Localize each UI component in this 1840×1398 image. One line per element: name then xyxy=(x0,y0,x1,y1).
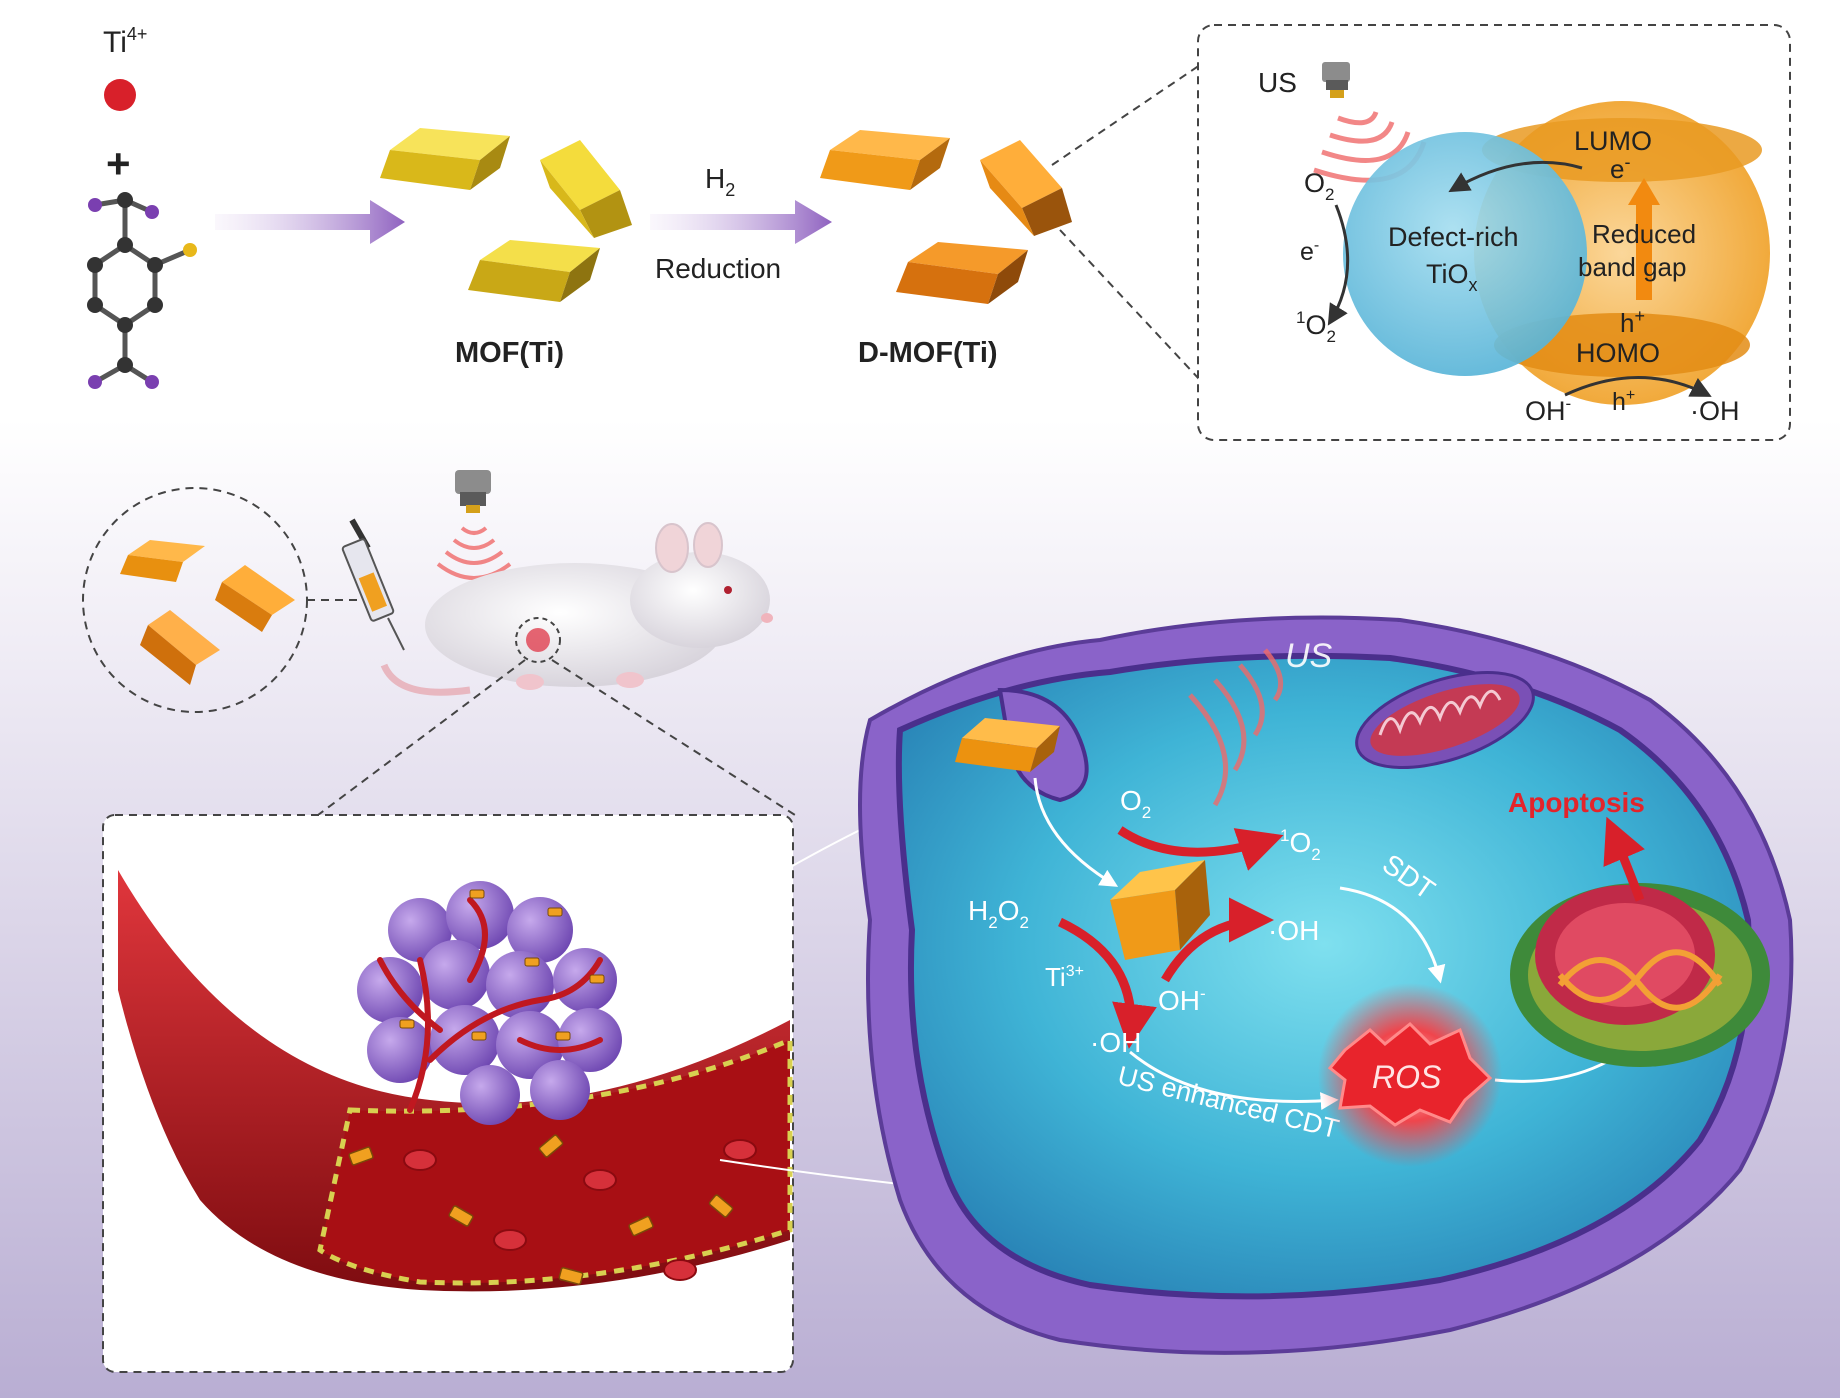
defect-label-2: TiOx xyxy=(1426,259,1478,295)
syringe-icon xyxy=(341,518,405,651)
linker-atoms xyxy=(87,192,197,389)
hydroxyl-radical-top: ·OH xyxy=(1268,915,1319,946)
mechanism-inset: US LUMO e- Reduced band gap h+ HOMO Defe… xyxy=(1197,24,1791,441)
zoom-line-bottom xyxy=(1059,229,1201,381)
band-gap-arrow xyxy=(1636,200,1652,300)
sdt-arrow xyxy=(1339,886,1446,984)
lumo-electron: e- xyxy=(1610,152,1630,184)
tumor-zoom-line-right xyxy=(551,659,796,816)
o2-activation-arrow xyxy=(1117,826,1284,871)
ros-label: ROS xyxy=(1372,1059,1441,1095)
mitochondrion xyxy=(1355,671,1535,769)
h2o2-fenton-arrow xyxy=(1058,917,1157,1049)
electron-transfer-arrow xyxy=(1448,160,1583,193)
nucleus xyxy=(1510,883,1770,1067)
entry-arrow xyxy=(1033,777,1119,887)
zoom-line-top xyxy=(1051,64,1201,166)
ultrasound-probe-mouse-icon xyxy=(455,470,491,513)
o2-label-cell: O2 xyxy=(1120,785,1151,822)
vessel-nanoparticles xyxy=(348,1134,734,1285)
tumor-zoom-line-left xyxy=(317,659,526,816)
singlet-oxygen-cell: 1O2 xyxy=(1280,826,1321,864)
mof-crystals xyxy=(380,128,632,302)
entering-nanoparticle xyxy=(955,718,1060,772)
tumor-spot xyxy=(526,628,550,652)
lumo-label: LUMO xyxy=(1574,126,1652,156)
electron-label-inset: e- xyxy=(1300,237,1319,266)
tumor-vasculature xyxy=(377,897,603,1113)
red-blood-cells xyxy=(403,1139,757,1281)
cell-panel: US O2 1O2 SDT H2O2 xyxy=(858,615,1794,1355)
lumo-band xyxy=(1482,118,1762,182)
hole-oxidation-arrow xyxy=(1564,376,1712,397)
ti-ion-icon xyxy=(104,79,136,111)
ti3-label: Ti3+ xyxy=(1045,962,1084,992)
reduced-band-gap-label-1: Reduced xyxy=(1592,219,1696,249)
o2-label-inset: O2 xyxy=(1304,168,1334,204)
ultrasound-waves-cell xyxy=(1188,648,1284,807)
tumor-nanoparticles xyxy=(399,889,605,1041)
defect-label-1: Defect-rich xyxy=(1388,222,1519,252)
o2-reduction-arrow xyxy=(1327,204,1350,326)
ros-burst xyxy=(1318,983,1502,1167)
reduction-arrow xyxy=(650,200,832,244)
reduction-label: Reduction xyxy=(655,253,781,284)
ti-ion-label: Ti4+ xyxy=(103,24,147,59)
hydroxide-label: OH- xyxy=(1525,394,1571,426)
mouse-illustration xyxy=(380,522,773,696)
homo-label: HOMO xyxy=(1576,338,1660,368)
synthesis-arrow xyxy=(215,200,405,244)
reacting-nanoparticle xyxy=(1110,860,1210,960)
us-label-inset: US xyxy=(1258,67,1297,98)
dmof-crystals xyxy=(820,130,1072,304)
us-label-cell: US xyxy=(1285,637,1333,675)
cytoplasm xyxy=(895,652,1752,1300)
oh-generation-arrow xyxy=(1161,897,1274,983)
hydroxide-label-cell: OH- xyxy=(1158,984,1206,1016)
defect-tio-sphere xyxy=(1343,132,1587,376)
us-cdt-arrow xyxy=(1129,1050,1339,1111)
singlet-oxygen-inset: 1O2 xyxy=(1296,308,1336,346)
plus-sign: + xyxy=(106,140,131,187)
injection-panel xyxy=(82,470,796,816)
h2-label: H2 xyxy=(705,163,735,200)
hydroxyl-radical-inset: ·OH xyxy=(1690,396,1740,426)
ultrasound-probe-icon xyxy=(1322,62,1350,98)
hydroxyl-radical-bottom: ·OH xyxy=(1090,1027,1141,1058)
hole-arrow-label: h+ xyxy=(1612,387,1635,416)
apoptosis-label: Apoptosis xyxy=(1508,787,1645,818)
tumor-inset xyxy=(102,814,961,1373)
dmof-label: D-MOF(Ti) xyxy=(858,337,998,369)
cell-zoom-line xyxy=(639,829,861,961)
injected-crystals xyxy=(120,540,295,685)
apoptosis-arrow xyxy=(1603,816,1645,902)
h2o2-label: H2O2 xyxy=(968,895,1029,932)
mof-label: MOF(Ti) xyxy=(455,337,564,369)
ultrasound-waves-mouse xyxy=(436,526,512,580)
synthesis-panel: Ti4+ + xyxy=(87,24,1201,389)
reduced-band-gap-label-2: band gap xyxy=(1578,252,1686,282)
hole-label: h+ xyxy=(1620,306,1645,338)
